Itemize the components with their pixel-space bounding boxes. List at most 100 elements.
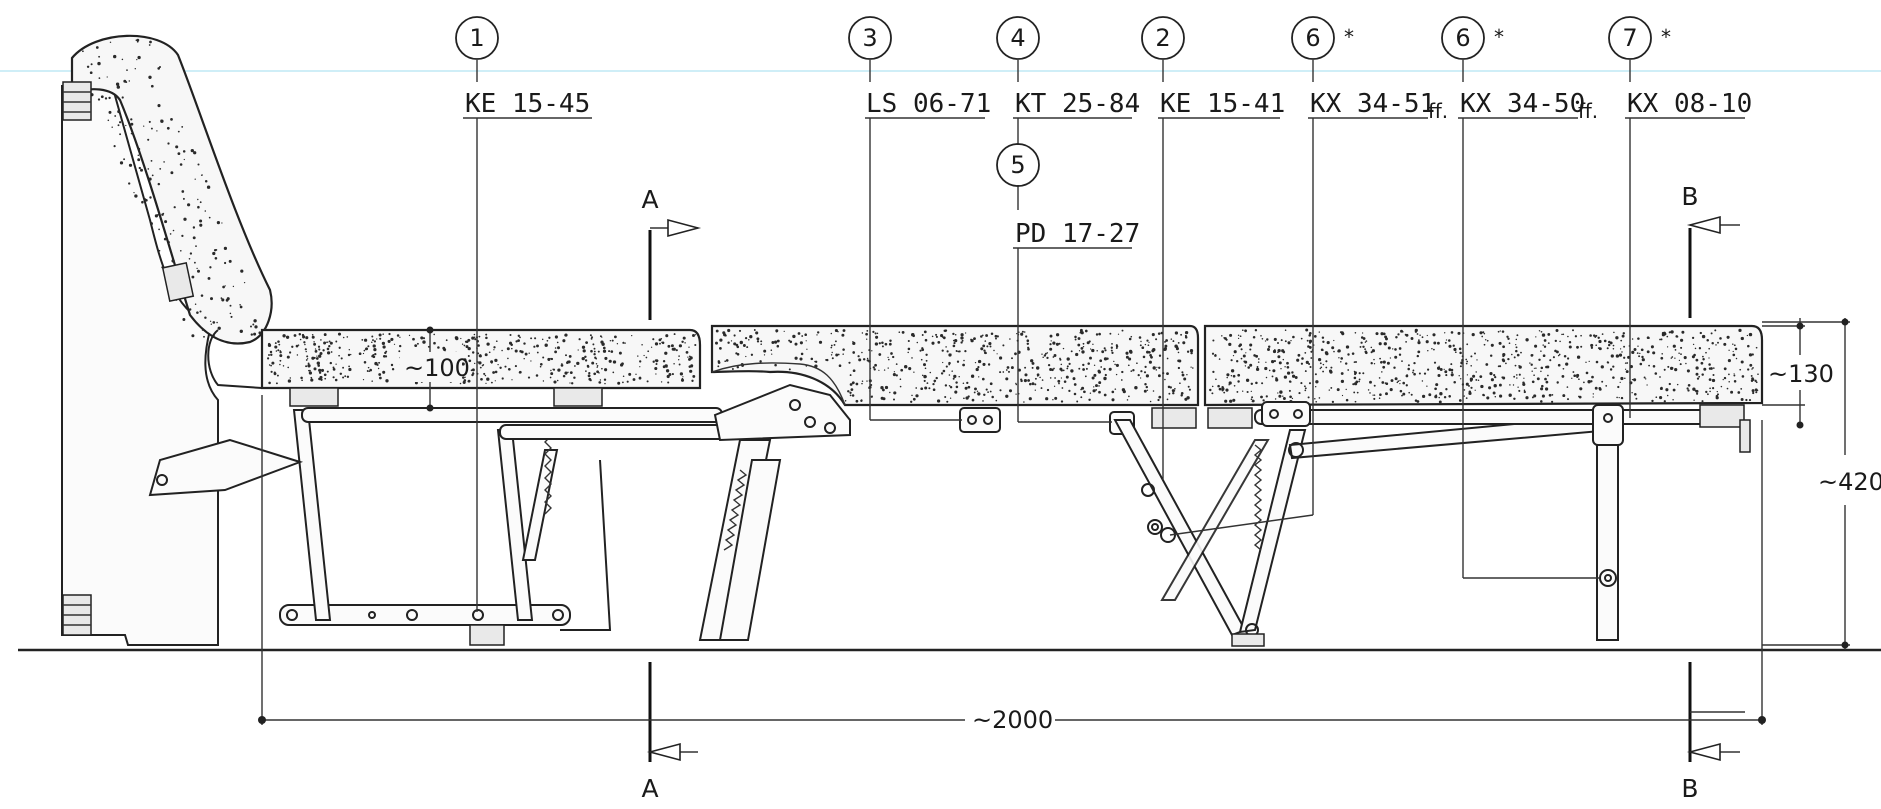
foam-speck <box>1544 377 1547 381</box>
foam-speck <box>311 334 314 336</box>
foam-speck <box>268 354 270 356</box>
foam-speck <box>1492 391 1496 395</box>
foam-speck <box>1085 367 1088 370</box>
foam-speck <box>89 71 93 75</box>
foam-speck <box>1125 355 1129 359</box>
foam-speck <box>291 345 294 348</box>
foam-speck <box>1083 390 1086 394</box>
foam-speck <box>1474 389 1476 391</box>
foam-speck <box>1610 354 1614 358</box>
foam-speck <box>596 370 599 374</box>
foam-speck <box>371 341 373 344</box>
dimension-label: ~130 <box>1768 360 1834 388</box>
foam-speck <box>1623 345 1626 348</box>
foam-speck <box>585 370 587 372</box>
foam-speck <box>560 364 564 367</box>
foam-speck <box>362 352 365 355</box>
foam-speck <box>1192 367 1194 369</box>
foam-speck <box>282 365 285 367</box>
foam-speck <box>912 334 915 338</box>
foam-speck <box>719 338 723 342</box>
foam-speck <box>1318 358 1322 362</box>
foam-speck <box>1598 339 1602 344</box>
foam-speck <box>305 336 309 340</box>
foam-speck <box>465 345 469 349</box>
foam-speck <box>622 375 625 377</box>
foam-speck <box>955 381 958 384</box>
foam-speck <box>741 365 744 367</box>
foam-speck <box>201 174 203 176</box>
foam-speck <box>763 354 766 356</box>
foam-speck <box>1626 362 1629 364</box>
foam-speck <box>960 341 963 344</box>
foam-speck <box>1631 338 1634 340</box>
foam-speck <box>1508 342 1511 345</box>
foam-speck <box>799 341 803 345</box>
foam-speck <box>1073 392 1077 396</box>
foam-speck <box>463 358 467 362</box>
foam-speck <box>1046 388 1050 392</box>
foam-speck <box>1572 371 1575 373</box>
foam-speck <box>1117 333 1120 335</box>
foam-speck <box>1414 399 1418 402</box>
foam-speck <box>1389 357 1392 359</box>
foam-speck <box>1373 363 1376 365</box>
foam-speck <box>594 356 597 359</box>
foam-speck <box>1049 347 1053 351</box>
foam-speck <box>964 349 967 353</box>
foam-speck <box>975 367 979 372</box>
foam-speck <box>1542 344 1544 346</box>
foam-speck <box>125 124 127 127</box>
foam-speck <box>1080 388 1082 391</box>
foam-speck <box>342 376 345 379</box>
foam-speck <box>137 154 140 156</box>
foam-speck <box>140 168 143 172</box>
foam-speck <box>1566 386 1569 388</box>
foam-speck <box>878 342 881 345</box>
foam-speck <box>1493 384 1497 388</box>
foam-speck <box>826 358 829 362</box>
foam-speck <box>347 353 351 357</box>
foam-speck <box>318 368 322 372</box>
foam-speck <box>665 369 670 373</box>
foam-speck <box>1250 398 1253 401</box>
foam-speck <box>1392 348 1394 350</box>
foam-speck <box>278 343 281 346</box>
foam-speck <box>884 342 888 346</box>
foam-speck <box>954 339 958 343</box>
foam-speck <box>1732 353 1736 357</box>
foam-speck <box>1572 329 1574 332</box>
foam-speck <box>1408 391 1411 394</box>
foam-speck <box>182 197 185 200</box>
foam-speck <box>1127 364 1130 367</box>
foam-speck <box>382 333 384 335</box>
foam-speck <box>1563 355 1567 358</box>
foam-speck <box>1477 379 1480 381</box>
foam-speck <box>1091 376 1095 380</box>
foam-speck <box>1237 380 1240 383</box>
foam-speck <box>478 335 481 338</box>
foam-speck <box>1711 342 1714 345</box>
foam-speck <box>799 357 803 361</box>
foam-speck <box>363 338 368 342</box>
foam-speck <box>1304 352 1307 354</box>
foam-speck <box>724 360 727 363</box>
foam-speck <box>1484 339 1487 341</box>
foam-speck <box>1008 389 1013 393</box>
foam-speck <box>305 359 308 361</box>
foam-speck <box>1661 333 1666 337</box>
foam-speck <box>631 334 633 337</box>
foam-speck <box>1098 390 1101 394</box>
callout-leaders <box>463 60 1745 612</box>
foam-speck <box>1513 356 1516 359</box>
foam-speck <box>167 142 170 145</box>
foam-speck <box>568 355 572 358</box>
foam-speck <box>382 354 386 358</box>
foam-speck <box>1002 344 1005 347</box>
foam-speck <box>277 340 280 343</box>
foam-speck <box>600 340 604 344</box>
foam-speck <box>1695 358 1699 362</box>
foam-speck <box>320 339 322 341</box>
foam-speck <box>1261 337 1264 340</box>
foam-speck <box>1755 346 1758 349</box>
